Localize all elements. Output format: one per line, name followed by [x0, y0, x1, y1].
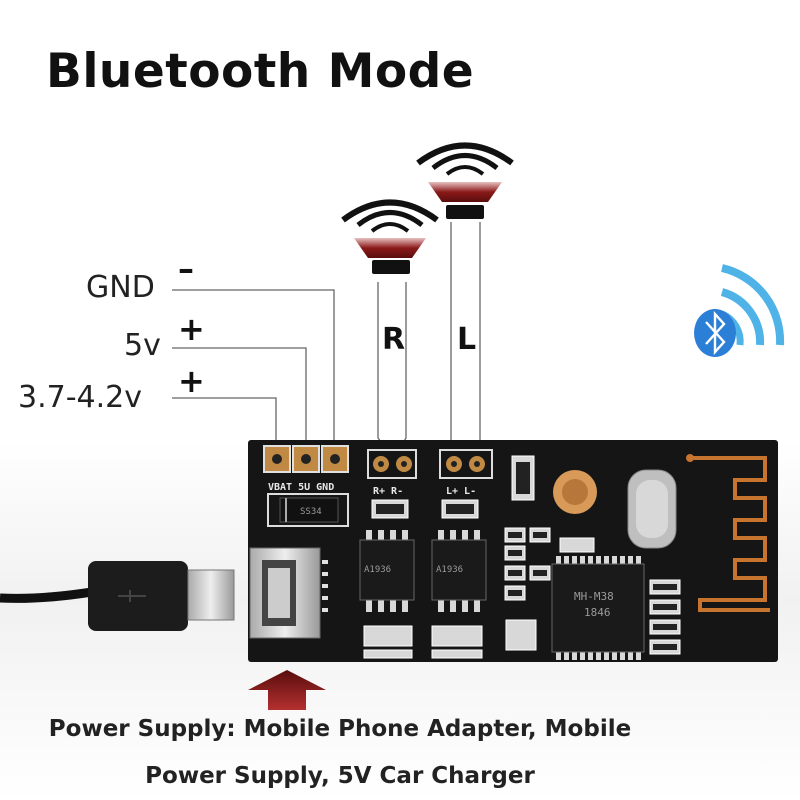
- micro-usb-port: [249, 547, 328, 639]
- vbat-sign: +: [178, 362, 205, 400]
- amp-chip-marking-right: A1936: [364, 565, 391, 575]
- right-speaker-icon: [341, 199, 439, 274]
- amp-chip-right: [359, 530, 415, 612]
- caption-line-2: Power Supply, 5V Car Charger: [145, 763, 535, 789]
- left-speaker-icon: [416, 142, 514, 219]
- amp-chip-left: [431, 530, 487, 612]
- vbat-wire: [172, 397, 277, 447]
- gnd-wire: [172, 289, 335, 447]
- gnd-pad: [321, 445, 349, 473]
- bluetooth-icon: [694, 264, 785, 357]
- right-speaker-wire-b: [399, 282, 407, 449]
- vbat-label: 3.7-4.2v: [18, 380, 142, 415]
- left-channel-label: L: [457, 322, 477, 357]
- 5v-wire: [172, 347, 307, 447]
- amp-chip-marking-left: A1936: [436, 565, 463, 575]
- right-channel-label: R: [382, 322, 406, 357]
- 5v-sign: +: [178, 310, 205, 348]
- page-title: Bluetooth Mode: [46, 44, 475, 99]
- bt-chip-code: 1846: [584, 606, 611, 619]
- power-wires: [172, 222, 481, 449]
- bluetooth-audio-module: VBAT 5U GND R+ R- L+ L- SS34 A1936 A1936…: [248, 440, 778, 662]
- caption-line-1: Power Supply: Mobile Phone Adapter, Mobi…: [48, 716, 632, 742]
- 5v-label: 5v: [124, 328, 161, 363]
- ss34-diode: [267, 493, 349, 527]
- power-input-arrow-icon: [248, 670, 326, 710]
- gnd-label: GND: [86, 270, 155, 305]
- power-pin-silkscreen: VBAT 5U GND: [268, 482, 334, 493]
- gnd-sign: –: [178, 250, 194, 288]
- right-pin-silkscreen: R+ R-: [373, 486, 403, 497]
- left-pin-silkscreen: L+ L-: [446, 486, 476, 497]
- micro-usb-cable: [0, 561, 235, 631]
- pcb-antenna: [690, 456, 770, 612]
- bluetooth-chip: [551, 556, 645, 660]
- right-speaker-wire-a: [377, 282, 387, 449]
- bt-chip-marking: MH-M38: [574, 590, 614, 603]
- diode-marking: SS34: [300, 507, 322, 517]
